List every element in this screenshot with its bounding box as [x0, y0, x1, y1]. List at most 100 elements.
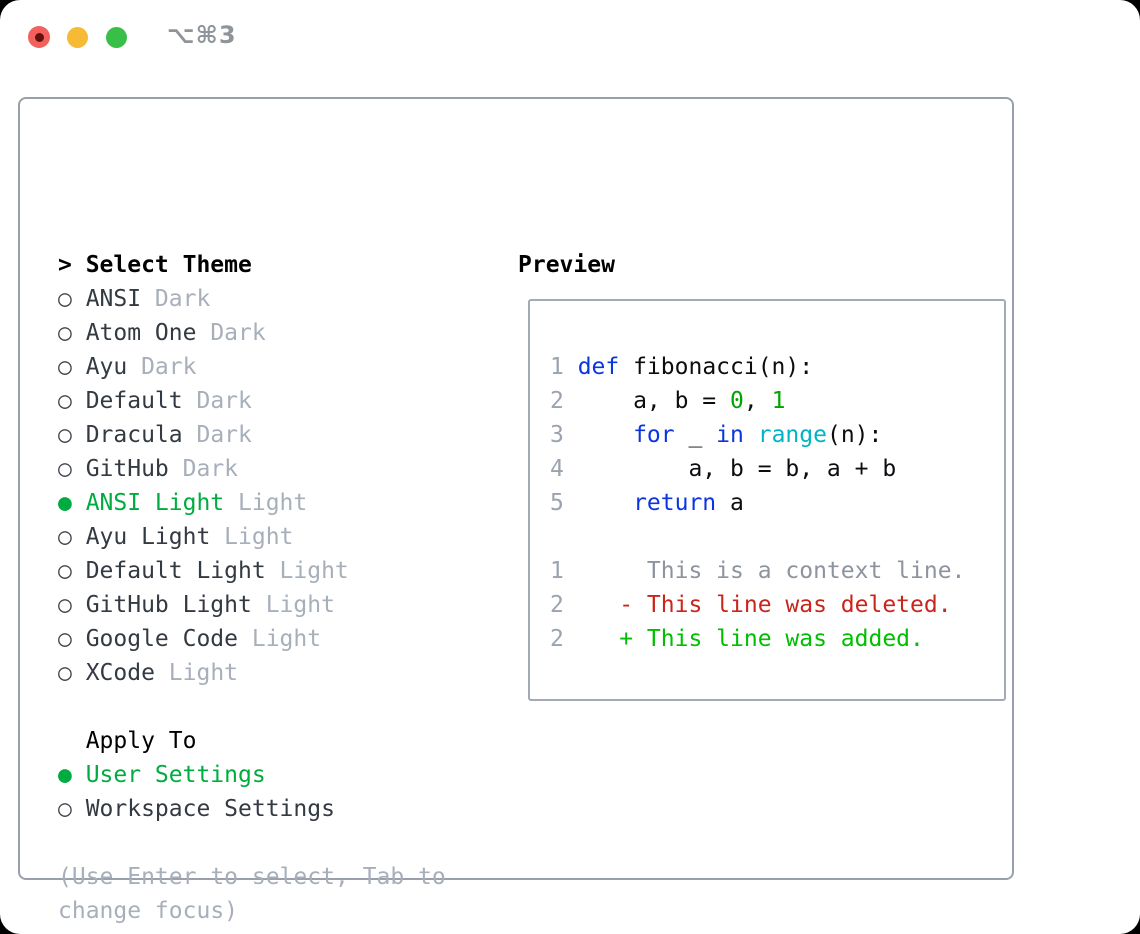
theme-option-ansi-light[interactable]: ● ANSI Light Light [58, 486, 446, 520]
theme-variant-tag: Dark [210, 320, 266, 346]
code-token [744, 422, 758, 448]
code-line: 3 for _ in range(n): [550, 418, 965, 452]
code-token: - This line was deleted. [577, 592, 952, 618]
theme-variant-tag: Light [265, 592, 335, 618]
spacer [58, 826, 446, 860]
code-token: _ [674, 422, 717, 448]
theme-variant-tag: Dark [196, 388, 252, 414]
window-title: ⌥⌘3 [167, 21, 237, 49]
line-number: 2 [550, 626, 564, 652]
code-token: 0 [730, 388, 744, 414]
theme-name: Ayu Light [85, 524, 211, 550]
line-number: 2 [550, 388, 564, 414]
theme-option-dracula-dark[interactable]: ○ Dracula Dark [58, 418, 446, 452]
theme-variant-tag: Dark [154, 286, 211, 312]
theme-name: Atom One [85, 320, 197, 346]
line-number: 3 [550, 422, 564, 448]
code-token: This is a context line. [577, 558, 966, 584]
radio-icon: ○ [58, 796, 72, 822]
apply-target-name: User Settings [85, 762, 266, 788]
diff-added-line: 2 + This line was added. [550, 622, 965, 656]
theme-variant-tag: Dark [182, 456, 239, 482]
close-button[interactable] [28, 26, 50, 48]
section-title: Select Theme [85, 252, 252, 278]
code-token: return [577, 490, 717, 516]
line-number: 5 [550, 490, 564, 516]
theme-name: ANSI [85, 286, 142, 312]
zoom-button[interactable] [106, 27, 127, 48]
theme-option-ayu-dark[interactable]: ○ Ayu Dark [58, 350, 446, 384]
code-token: in [716, 422, 744, 448]
theme-variant-tag: Dark [196, 422, 252, 448]
radio-icon: ○ [58, 456, 72, 482]
line-number: 4 [550, 456, 564, 482]
code-preview: 1 def fibonacci(n): 2 a, b = 0, 1 3 for _… [550, 350, 965, 656]
theme-option-google-code-light[interactable]: ○ Google Code Light [58, 622, 446, 656]
theme-option-xcode-light[interactable]: ○ XCode Light [58, 656, 446, 690]
radio-icon: ○ [58, 626, 72, 652]
radio-icon: ○ [58, 524, 72, 550]
code-token [578, 422, 633, 448]
radio-icon: ○ [58, 320, 72, 346]
theme-option-github-dark[interactable]: ○ GitHub Dark [58, 452, 446, 486]
theme-variant-tag: Light [238, 490, 308, 516]
radio-selected-icon: ● [58, 762, 72, 788]
code-line: 1 def fibonacci(n): [550, 350, 965, 384]
radio-selected-icon: ● [58, 490, 72, 516]
code-token: def [577, 354, 620, 380]
code-token: , [743, 388, 772, 414]
theme-variant-tag: Light [251, 626, 322, 652]
apply-target-name: Workspace Settings [85, 796, 335, 822]
code-line: 2 a, b = 0, 1 [550, 384, 965, 418]
focus-caret-icon: > [58, 252, 72, 278]
spacer [58, 690, 446, 724]
theme-name: XCode [85, 660, 155, 686]
radio-icon: ○ [58, 660, 72, 686]
minimize-button[interactable] [67, 27, 88, 48]
select-theme-header: > Select Theme [58, 248, 446, 282]
preview-title: Preview [518, 252, 615, 278]
code-token: fibonacci(n): [619, 354, 814, 380]
theme-variant-tag: Light [279, 558, 349, 584]
code-token: 1 [771, 388, 786, 414]
radio-icon: ○ [58, 388, 72, 414]
theme-name: GitHub [85, 456, 169, 482]
radio-icon: ○ [58, 422, 72, 448]
diff-context-line: 1 This is a context line. [550, 554, 965, 588]
theme-name: Google Code [85, 626, 239, 652]
diff-deleted-line: 2 - This line was deleted. [550, 588, 965, 622]
line-number: 1 [550, 354, 564, 380]
theme-option-ayu-light[interactable]: ○ Ayu Light Light [58, 520, 446, 554]
line-number: 2 [550, 592, 564, 618]
apply-option-user-settings[interactable]: ● User Settings [58, 758, 446, 792]
radio-icon: ○ [58, 354, 72, 380]
theme-variant-tag: Light [224, 524, 294, 550]
apply-to-header: Apply To [58, 724, 446, 758]
theme-name: Dracula [85, 422, 183, 448]
theme-name: Ayu [85, 354, 128, 380]
code-token: a, b = [577, 388, 731, 414]
theme-variant-tag: Light [168, 660, 239, 686]
code-token: (n): [826, 422, 883, 448]
keyboard-hint-line1: (Use Enter to select, Tab to [58, 864, 446, 890]
theme-variant-tag: Dark [141, 354, 197, 380]
section-title: Apply To [85, 728, 197, 754]
theme-option-atom-one-dark[interactable]: ○ Atom One Dark [58, 316, 446, 350]
code-token: + This line was added. [577, 626, 924, 652]
keyboard-hint-line2: change focus) [58, 898, 239, 924]
theme-name: ANSI Light [85, 490, 225, 516]
code-line: 4 a, b = b, a + b [550, 452, 965, 486]
code-token: a [716, 490, 744, 516]
code-token: for [633, 422, 675, 448]
code-token: range [757, 422, 827, 448]
preview-pane: 1 def fibonacci(n): 2 a, b = 0, 1 3 for _… [528, 299, 1006, 701]
apply-option-workspace-settings[interactable]: ○ Workspace Settings [58, 792, 446, 826]
theme-name: Default Light [85, 558, 266, 584]
